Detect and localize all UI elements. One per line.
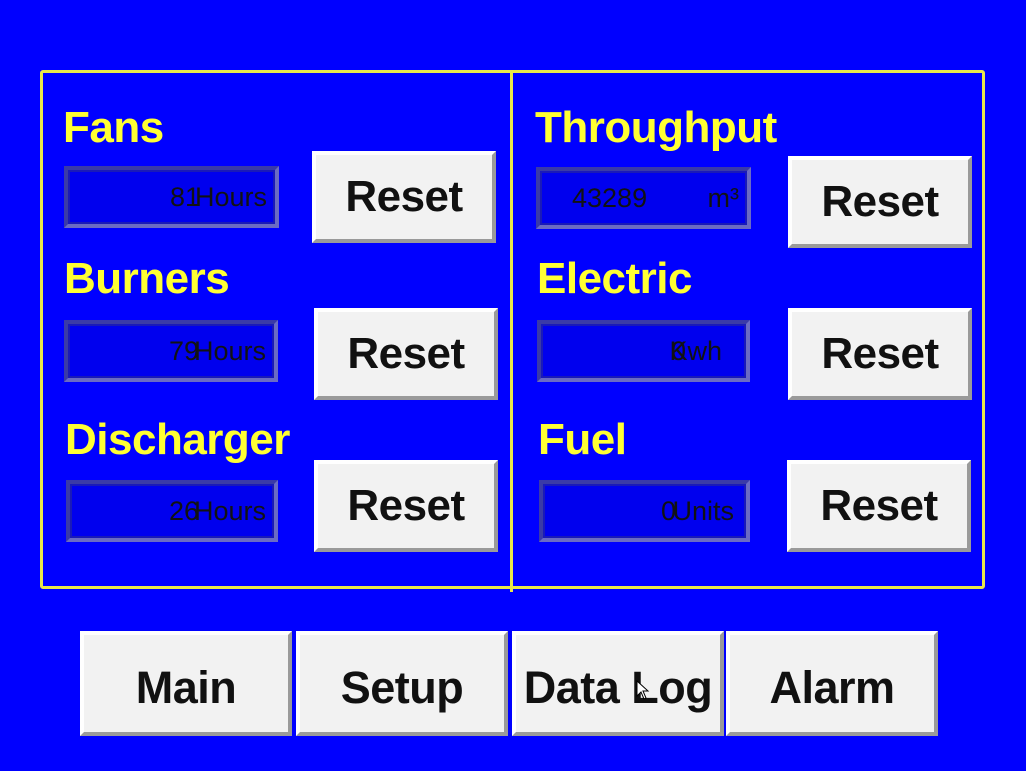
electric-label: Electric bbox=[537, 254, 692, 303]
main-nav-button[interactable]: Main bbox=[80, 631, 292, 736]
discharger-hours-display: 26 Hours bbox=[66, 480, 278, 542]
setup-nav-button[interactable]: Setup bbox=[296, 631, 508, 736]
alarm-nav-button[interactable]: Alarm bbox=[726, 631, 938, 736]
discharger-label: Discharger bbox=[65, 415, 290, 464]
fans-label: Fans bbox=[63, 103, 164, 152]
data-log-nav-button[interactable]: Data Log bbox=[512, 631, 724, 736]
panel-divider bbox=[510, 70, 513, 592]
burners-hours-value: 79 bbox=[168, 336, 199, 366]
burners-label: Burners bbox=[64, 254, 230, 303]
electric-unit: Kwh bbox=[669, 336, 722, 366]
electric-display: 0 Kwh bbox=[537, 320, 750, 382]
electric-value: 0 bbox=[670, 336, 686, 366]
throughput-unit: m³ bbox=[707, 183, 739, 213]
fuel-reset-button[interactable]: Reset bbox=[787, 460, 971, 552]
fans-hours-unit: Hours bbox=[194, 182, 267, 212]
throughput-display: 43289 m³ bbox=[536, 167, 751, 229]
throughput-label: Throughput bbox=[535, 103, 777, 152]
burners-hours-unit: Hours bbox=[193, 336, 266, 366]
discharger-hours-value: 26 bbox=[168, 496, 199, 526]
discharger-reset-button[interactable]: Reset bbox=[314, 460, 498, 552]
fuel-value: 0 bbox=[660, 496, 676, 526]
fans-hours-display: 81 Hours bbox=[64, 166, 279, 228]
electric-reset-button[interactable]: Reset bbox=[788, 308, 972, 400]
fans-hours-value: 81 bbox=[169, 182, 200, 212]
mouse-pointer-icon bbox=[636, 680, 650, 700]
burners-hours-display: 79 Hours bbox=[64, 320, 278, 382]
throughput-reset-button[interactable]: Reset bbox=[788, 156, 972, 248]
throughput-value: 43289 bbox=[572, 183, 648, 213]
fuel-label: Fuel bbox=[538, 415, 627, 464]
fans-reset-button[interactable]: Reset bbox=[312, 151, 496, 243]
fuel-unit: Units bbox=[672, 496, 734, 526]
fuel-display: 0 Units bbox=[539, 480, 750, 542]
burners-reset-button[interactable]: Reset bbox=[314, 308, 498, 400]
discharger-hours-unit: Hours bbox=[193, 496, 266, 526]
